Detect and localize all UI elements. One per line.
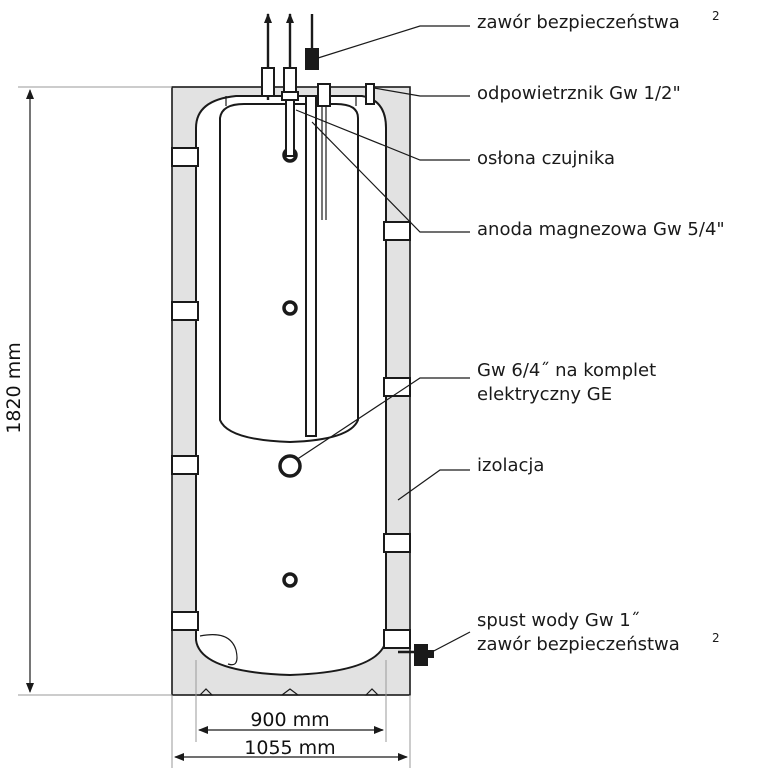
label-drain-line2: zawór bezpieczeństwa (477, 634, 680, 655)
label-safety-valve-top-sup: 2 (712, 9, 720, 23)
label-magnesium-anode: anoda magnezowa Gw 5/4" (477, 219, 725, 240)
right-ports (383, 221, 411, 553)
left-ports (171, 147, 199, 631)
label-sensor-sleeve: osłona czujnika (477, 148, 615, 169)
inner-width-label: 900 mm (250, 709, 329, 731)
height-dimension (18, 86, 172, 696)
label-safety-valve-top: zawór bezpieczeństwa (477, 12, 680, 33)
width-dimensions (171, 660, 411, 768)
label-drain-line1: spust wody Gw 1˝ (477, 610, 640, 631)
label-heater-port-line2: elektryczny GE (477, 384, 612, 405)
label-insulation: izolacja (477, 455, 544, 476)
outer-width-label: 1055 mm (244, 737, 335, 759)
feet (198, 688, 380, 696)
height-label: 1820 mm (3, 342, 25, 433)
leader-lines (295, 25, 471, 655)
top-connections (261, 13, 375, 107)
bottom-coil (199, 634, 238, 666)
anode-rod (305, 95, 317, 437)
label-drain-line2-sup: 2 (712, 631, 720, 645)
label-air-vent: odpowietrznik Gw 1/2" (477, 83, 681, 104)
front-ports (278, 147, 302, 588)
label-heater-port-line1: Gw 6/4˝ na komplet (477, 360, 656, 381)
drain-valve (383, 629, 434, 666)
inner-vessel (219, 103, 359, 444)
